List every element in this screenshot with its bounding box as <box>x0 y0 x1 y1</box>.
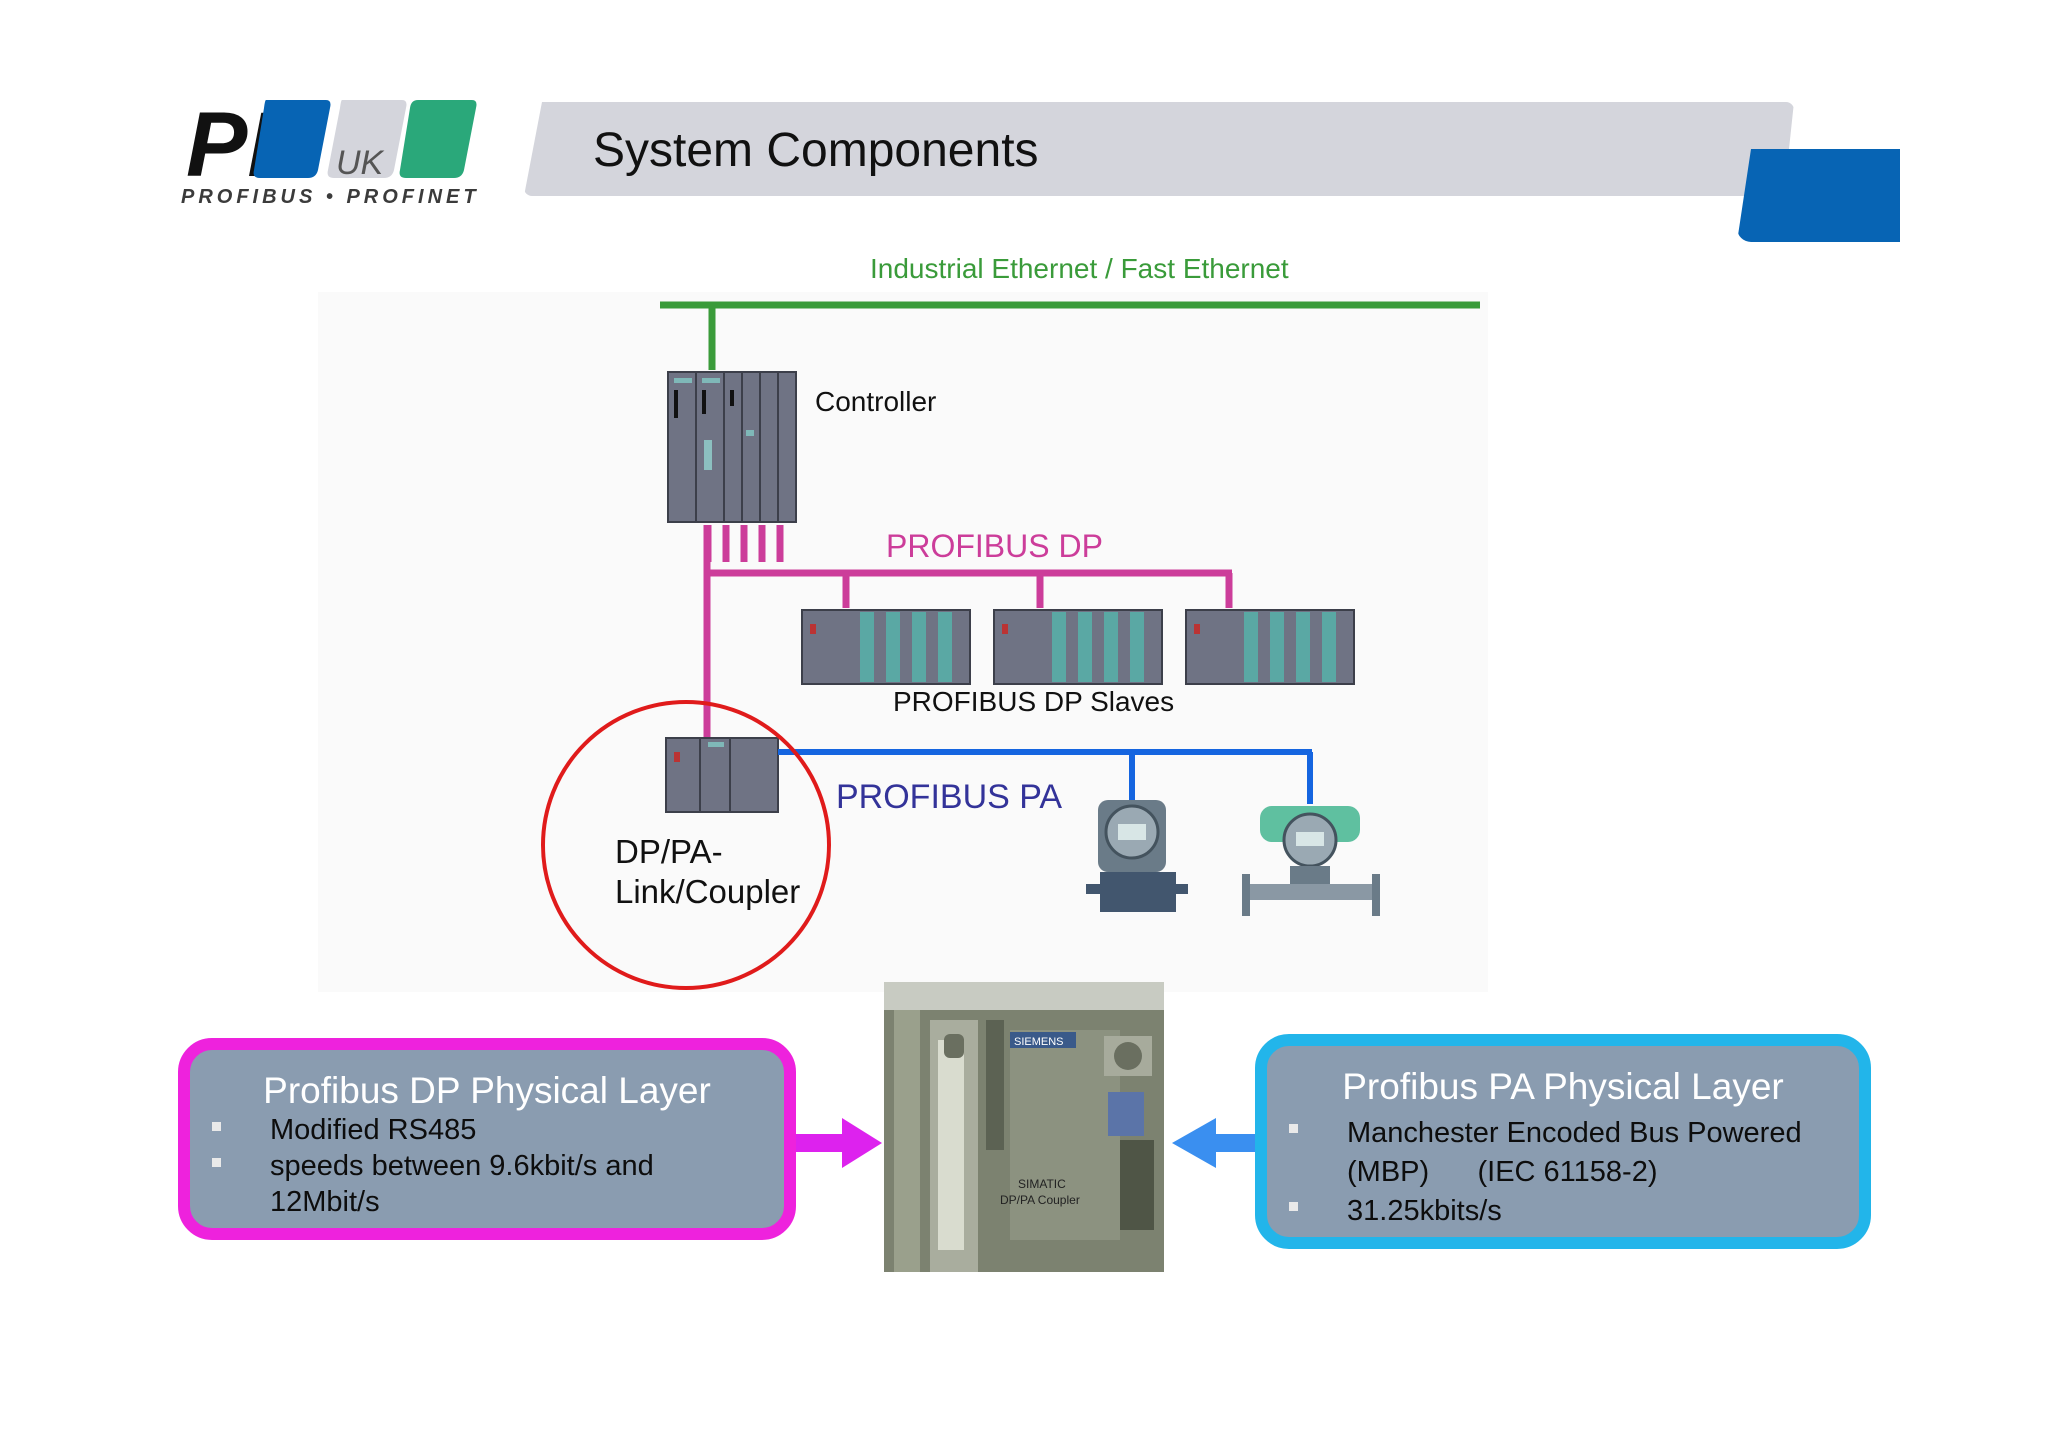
dp-arrow <box>792 1118 882 1168</box>
bullet-marker <box>1289 1124 1298 1133</box>
pa-bullet: Manchester Encoded Bus Powered <box>1267 1114 1859 1153</box>
bullet-marker <box>212 1122 221 1131</box>
pa-bullet: 31.25kbits/s <box>1267 1192 1859 1231</box>
logo-green-block <box>399 100 477 178</box>
bullet-marker <box>1289 1202 1298 1211</box>
dp-box-bullets: Modified RS485 speeds between 9.6kbit/s … <box>190 1112 784 1220</box>
bullet-marker <box>212 1158 221 1167</box>
profibus-pa-label: PROFIBUS PA <box>836 778 1063 816</box>
pa-physical-layer-box: Profibus PA Physical Layer Manchester En… <box>1255 1034 1871 1249</box>
pa-arrow <box>1172 1118 1260 1168</box>
brand-tab <box>1737 149 1900 242</box>
logo-subtitle: PROFIBUS • PROFINET <box>181 186 480 208</box>
controller-label: Controller <box>815 386 937 417</box>
profibus-dp-label: PROFIBUS DP <box>886 528 1103 564</box>
profibus-pa-lines <box>778 749 1313 804</box>
logo-grey-block <box>327 100 407 178</box>
page-title: System Components <box>593 124 1039 177</box>
title-bar <box>524 102 1794 196</box>
pa-box-heading: Profibus PA Physical Layer <box>1342 1066 1784 1107</box>
profibus-dp-lines <box>703 525 1233 740</box>
coupler-device-photo: SIEMENS SIMATIC DP/PA Coupler <box>884 982 1164 1272</box>
device-brand: SIEMENS <box>1014 1036 1064 1048</box>
dp-bullet-continuation: 12Mbit/s <box>270 1186 380 1218</box>
dp-box-heading: Profibus DP Physical Layer <box>263 1070 711 1111</box>
dp-slave-1 <box>801 609 971 685</box>
logo-blue-block <box>253 100 331 178</box>
device-product-line1: SIMATIC <box>1018 1177 1066 1191</box>
coupler-label-line1: DP/PA- <box>615 833 723 870</box>
device-product-line2: DP/PA Coupler <box>1000 1193 1080 1207</box>
dp-physical-layer-box: Profibus DP Physical Layer Modified RS48… <box>178 1038 796 1240</box>
dp-slave-2 <box>993 609 1163 685</box>
field-device-flowmeter <box>1242 806 1380 916</box>
coupler-label-line2: Link/Coupler <box>615 873 801 910</box>
logo: PI UK <box>180 94 480 204</box>
dp-bullet: Modified RS485 <box>190 1112 784 1148</box>
dp-slaves-label: PROFIBUS DP Slaves <box>893 686 1175 717</box>
dp-pa-coupler <box>665 737 779 813</box>
dp-slave-3 <box>1185 609 1355 685</box>
pa-bullet-continuation: (MBP) (IEC 61158-2) <box>1347 1156 1658 1188</box>
dp-bullet: speeds between 9.6kbit/s and <box>190 1148 784 1184</box>
logo-graphic: PI UK <box>186 94 477 196</box>
coupler-highlight-circle <box>541 700 831 990</box>
pa-box-bullets: Manchester Encoded Bus Powered (MBP) (IE… <box>1267 1114 1859 1231</box>
field-device-pressure <box>1086 800 1188 912</box>
ethernet-label: Industrial Ethernet / Fast Ethernet <box>870 253 1289 284</box>
controller-rack <box>667 371 797 523</box>
logo-badge: UK <box>336 144 385 182</box>
